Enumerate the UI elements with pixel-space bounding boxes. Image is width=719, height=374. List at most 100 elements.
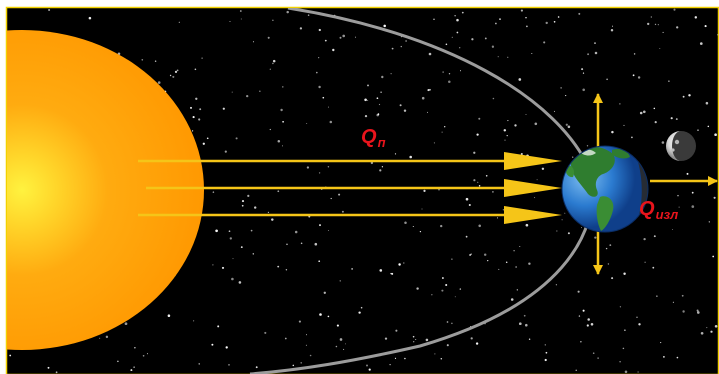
star (201, 57, 202, 58)
star (256, 366, 258, 368)
star (668, 80, 669, 81)
star (270, 69, 271, 70)
star (455, 296, 456, 297)
star (578, 291, 580, 293)
star (619, 103, 620, 104)
star (487, 260, 488, 261)
star (568, 232, 570, 234)
star (336, 346, 338, 348)
star (367, 100, 368, 101)
star (369, 369, 371, 371)
star (556, 231, 557, 232)
star (568, 126, 571, 129)
star (413, 341, 414, 342)
star (451, 323, 452, 324)
star (623, 125, 624, 126)
star (442, 277, 444, 279)
star (620, 306, 621, 307)
star (342, 35, 345, 38)
star (644, 262, 645, 263)
star (207, 137, 209, 139)
star (316, 72, 318, 74)
star (507, 120, 508, 121)
star (580, 341, 581, 342)
star (578, 13, 580, 15)
star (382, 166, 383, 167)
star (545, 359, 547, 361)
star (525, 114, 526, 115)
star (240, 10, 242, 12)
star (535, 123, 538, 126)
star (682, 310, 684, 312)
star (479, 185, 481, 187)
star (328, 230, 329, 231)
star (682, 295, 684, 297)
star (158, 81, 161, 84)
star (452, 37, 453, 38)
star (662, 141, 665, 144)
star (492, 46, 494, 48)
star (351, 268, 353, 270)
star (251, 230, 253, 232)
star (328, 107, 329, 108)
star (364, 99, 367, 102)
star (385, 337, 387, 339)
star (328, 166, 329, 167)
incoming-heat-label: Qп (361, 127, 386, 147)
star (611, 131, 613, 133)
star (556, 284, 557, 285)
star (415, 339, 416, 340)
star (277, 266, 279, 268)
star (318, 57, 319, 58)
star (708, 126, 710, 128)
star (654, 108, 656, 110)
star (663, 32, 664, 33)
star (611, 277, 613, 279)
star (683, 96, 685, 98)
star (403, 262, 404, 263)
star (688, 94, 690, 96)
star (308, 14, 310, 16)
star (319, 172, 320, 173)
star (476, 342, 478, 344)
star (48, 9, 50, 11)
star (710, 331, 712, 333)
star (624, 329, 626, 331)
star (223, 108, 225, 110)
star (634, 53, 636, 55)
star (640, 112, 643, 115)
star (422, 97, 425, 100)
star (342, 211, 344, 213)
star (545, 344, 546, 345)
star (469, 204, 471, 206)
star (444, 126, 445, 127)
star (340, 338, 343, 341)
star (503, 209, 504, 210)
star (434, 142, 435, 143)
star (692, 192, 694, 194)
star (376, 114, 379, 117)
star (445, 284, 447, 286)
star (534, 197, 535, 198)
star (422, 209, 423, 210)
star (380, 91, 382, 93)
star (528, 262, 530, 264)
star (492, 191, 494, 193)
star (695, 16, 697, 18)
star (471, 337, 473, 339)
star (658, 24, 659, 25)
star (470, 253, 472, 255)
star (318, 86, 320, 88)
star (701, 332, 704, 335)
star (451, 258, 452, 259)
star (340, 280, 341, 281)
star (466, 236, 468, 238)
star (562, 219, 563, 220)
star (273, 60, 276, 63)
star (466, 198, 469, 201)
emitted-heat-label: Qизл (639, 199, 678, 219)
star (709, 221, 710, 222)
star (537, 179, 538, 180)
star (519, 246, 520, 247)
star (609, 244, 611, 246)
